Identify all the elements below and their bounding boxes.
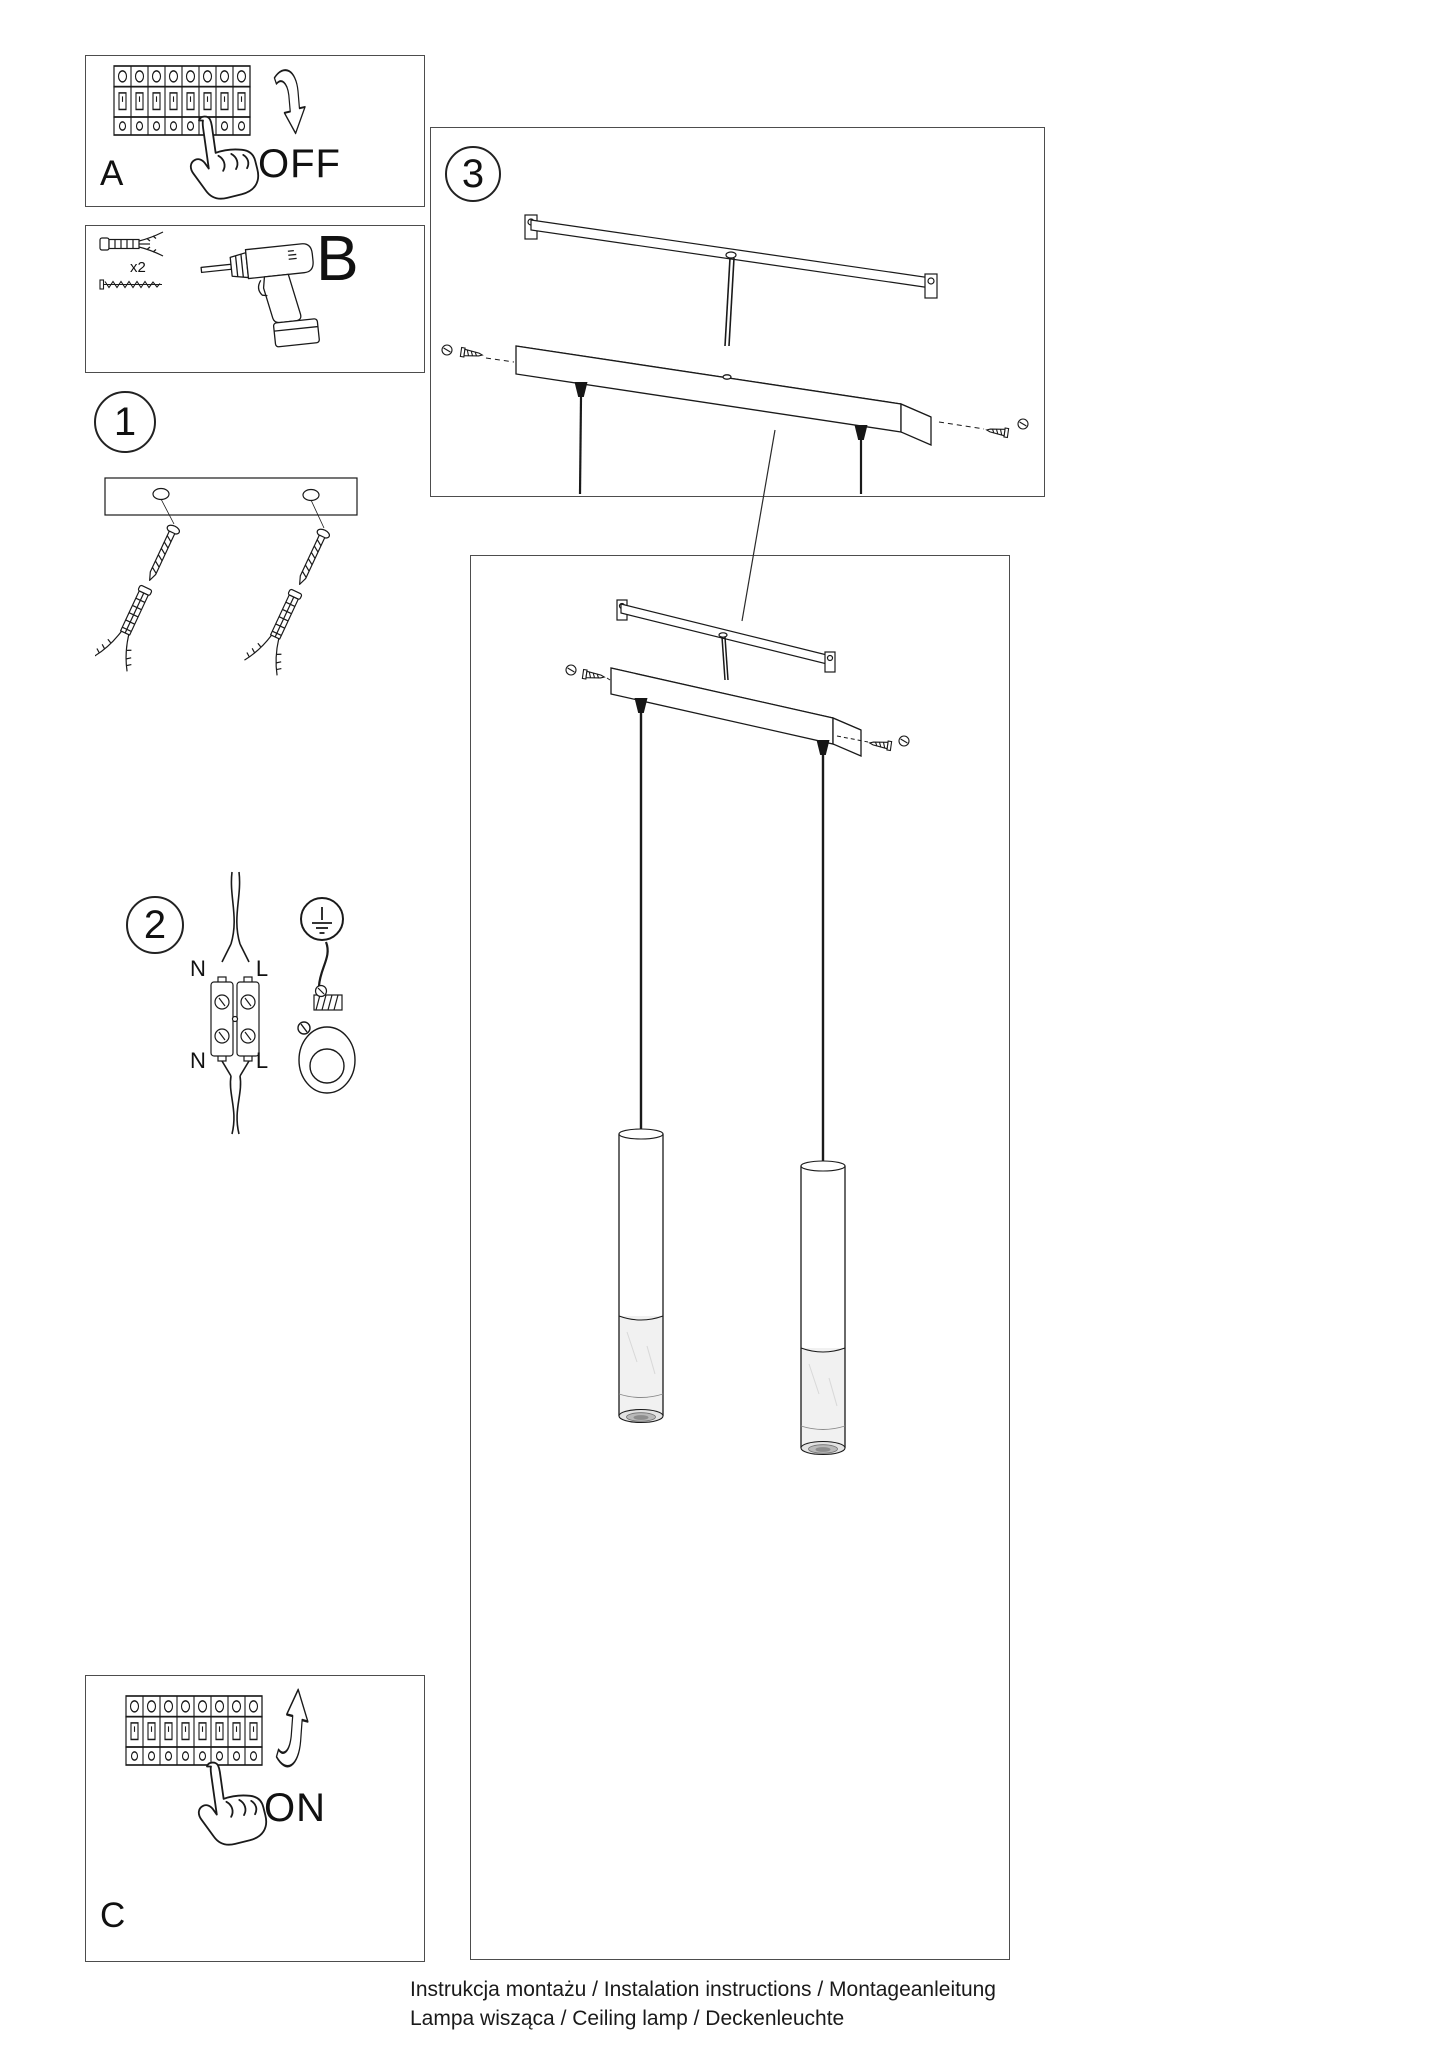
canopy-box xyxy=(515,345,932,446)
anchor-assembly-icon xyxy=(242,521,343,677)
bracket-detail-drawing xyxy=(441,214,1029,494)
breaker-off-drawing xyxy=(86,56,307,204)
screw-icon xyxy=(441,344,453,356)
breaker-strip-icon xyxy=(126,1696,262,1765)
pendant-shade-right xyxy=(800,1160,846,1456)
panel-b-label: B xyxy=(316,222,359,294)
canopy-cable xyxy=(724,257,735,347)
off-label: OFF xyxy=(258,142,341,186)
step1-number: 1 xyxy=(113,399,137,444)
step2-wiring-drawing: N L N L xyxy=(190,871,356,1135)
mounting-bar xyxy=(104,477,358,529)
pendant-lamp-drawing xyxy=(565,599,910,1456)
ground-wire xyxy=(317,941,329,987)
anchor-assembly-icon xyxy=(95,517,193,673)
pointing-hand-icon xyxy=(191,1755,270,1850)
panel-power-off: A OFF xyxy=(85,55,425,207)
screw-icon xyxy=(581,668,606,682)
panel-a-label: A xyxy=(100,154,124,193)
lamp-mounting-strip xyxy=(616,599,836,673)
screw-icon xyxy=(565,664,577,676)
wires-top xyxy=(221,871,250,963)
curved-arrow-down-icon xyxy=(273,69,307,135)
n-label-bottom: N xyxy=(190,1048,206,1073)
footer-line2: Lampa wisząca / Ceiling lamp / Deckenleu… xyxy=(410,2007,845,2030)
curved-arrow-up-icon xyxy=(275,1688,310,1768)
screw-icon xyxy=(1017,418,1029,430)
quantity-label: x2 xyxy=(130,259,146,276)
step1-badge: 1 xyxy=(94,391,156,453)
cable-clamp-icon xyxy=(297,1021,356,1094)
mounting-strip xyxy=(524,214,938,299)
cord-grip-icon xyxy=(574,382,588,397)
ground-terminal-icon xyxy=(313,984,343,1011)
step1-drawing xyxy=(95,477,358,677)
panel-tools: x2 B xyxy=(85,225,425,373)
footer-text: Instrukcja montażu / Instalation instruc… xyxy=(410,1975,996,2033)
cord-grip-icon xyxy=(816,740,830,755)
panel-power-on: ON C xyxy=(85,1675,425,1962)
step3-badge: 3 xyxy=(445,146,501,202)
step2-badge: 2 xyxy=(126,896,184,954)
pendant-shade-left xyxy=(618,1128,664,1424)
panel-step3: 3 xyxy=(430,127,1045,497)
cord-grip-icon xyxy=(854,425,868,440)
screw-icon xyxy=(985,425,1010,439)
screw-icon xyxy=(898,735,910,747)
panel-c-label: C xyxy=(100,1896,126,1935)
screw-icon xyxy=(99,279,162,290)
panel-lamp-overview xyxy=(470,555,1010,1960)
lamp-canopy-cable xyxy=(721,636,729,681)
step2-number: 2 xyxy=(143,902,167,947)
terminal-block-icon xyxy=(210,976,260,1062)
screw-icon xyxy=(459,346,484,360)
cord-grip-icon xyxy=(634,698,648,713)
footer-line1: Instrukcja montażu / Instalation instruc… xyxy=(410,1978,996,2001)
lamp-canopy xyxy=(610,667,862,757)
breaker-on-drawing xyxy=(86,1688,310,1850)
screw-icon xyxy=(868,738,893,752)
l-label-top: L xyxy=(256,956,268,981)
wall-plug-icon xyxy=(99,231,164,257)
step3-number: 3 xyxy=(461,151,485,196)
ground-symbol-icon xyxy=(300,897,344,941)
l-label-bottom: L xyxy=(256,1048,268,1073)
n-label-top: N xyxy=(190,956,206,981)
wires-bottom xyxy=(221,1060,250,1135)
drill-icon xyxy=(200,243,320,348)
tools-drawing: x2 xyxy=(99,231,320,348)
on-label: ON xyxy=(264,1786,326,1830)
breaker-strip-icon xyxy=(114,66,250,135)
